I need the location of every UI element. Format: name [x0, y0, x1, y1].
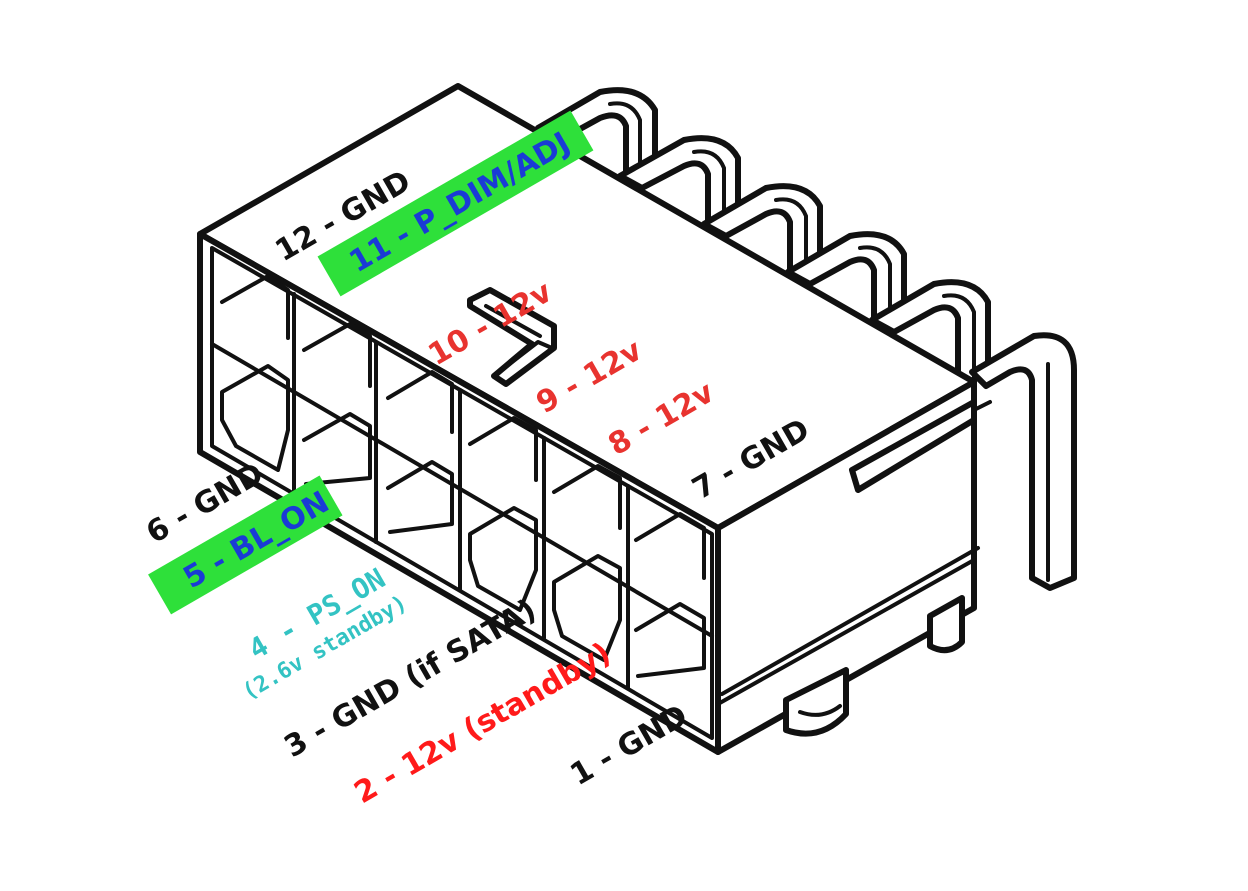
latch-tab — [467, 287, 557, 387]
mount-post-left — [783, 667, 849, 737]
mount-post-right — [927, 595, 965, 654]
pin-1-label: 1 - GND — [565, 698, 694, 793]
pin-1-text: 1 - GND — [565, 698, 694, 793]
housing — [197, 83, 992, 755]
pin-11-highlight — [317, 110, 594, 297]
rear-pin-6 — [969, 332, 1077, 591]
latch-rib — [849, 399, 977, 493]
pin-5-highlight — [148, 475, 343, 615]
